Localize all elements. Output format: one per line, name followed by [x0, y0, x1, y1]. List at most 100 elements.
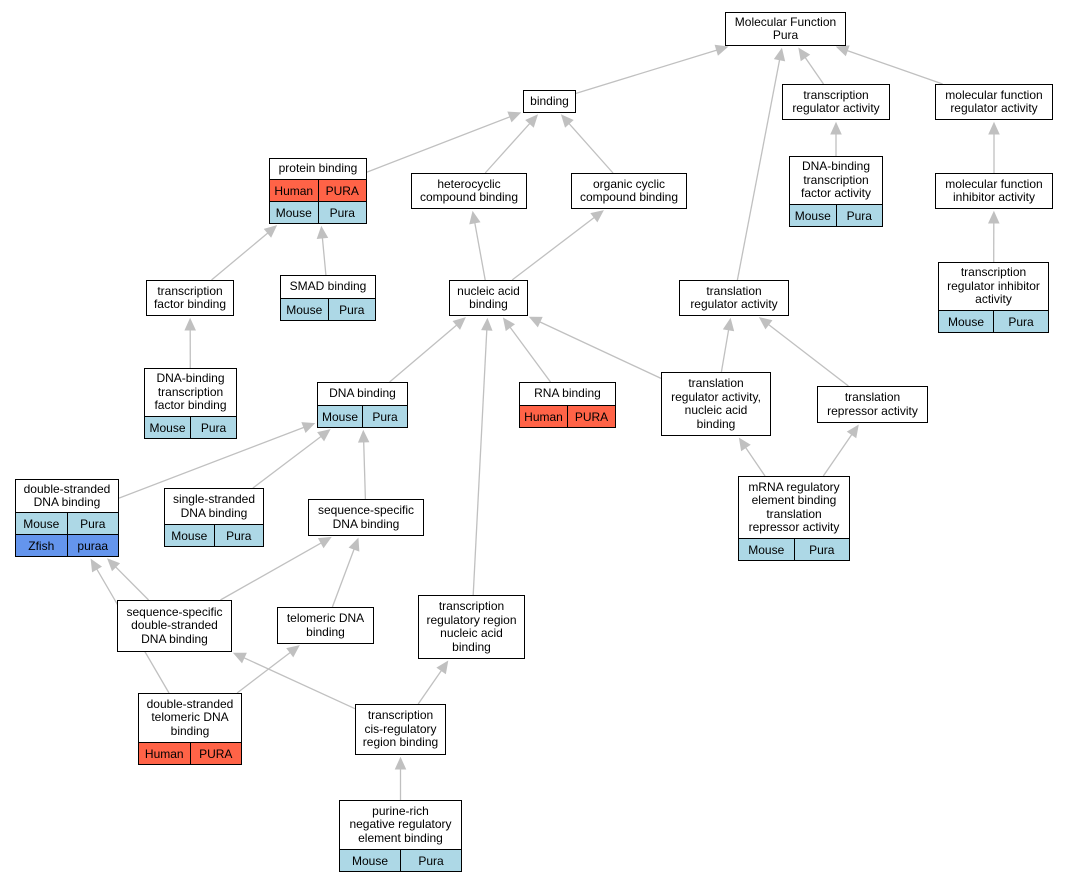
node-label-line: element binding: [358, 830, 443, 845]
node-label-line: DNA binding: [141, 631, 208, 646]
node-label-line: factor binding: [154, 398, 227, 413]
node-label-line: protein binding: [278, 161, 358, 176]
edge-arrowhead: [348, 537, 360, 552]
node-label-line: transcription: [803, 172, 869, 187]
node-label-line: double-stranded: [131, 618, 218, 633]
node-label-line: repressor activity: [827, 403, 918, 418]
edge-line: [211, 232, 269, 281]
edge-line: [115, 566, 150, 601]
edge-arrowhead: [528, 316, 543, 328]
node-label-line: activity: [975, 292, 1012, 307]
edge-arrowhead: [738, 437, 751, 452]
node-label-line: double-stranded: [23, 481, 111, 496]
edge-arrowhead: [316, 225, 329, 239]
node-label-line: regulator activity,: [671, 389, 761, 404]
node-label-line: binding: [469, 297, 508, 311]
node-label-line: DNA-binding: [156, 371, 225, 386]
node-label-line: SMAD binding: [289, 279, 367, 294]
node-label-line: transcription: [438, 599, 505, 613]
node-label-line: inhibitor activity: [952, 190, 1036, 204]
edge-line: [363, 441, 367, 500]
node-label-line: binding: [530, 93, 569, 108]
gene-cell: Pura: [66, 513, 118, 534]
node-label-line: nucleic acid: [440, 626, 503, 640]
node-label-line: DNA binding: [180, 505, 248, 520]
gene-cell: Pura: [327, 299, 375, 320]
edge-line: [472, 329, 488, 596]
node-label-line: molecular function: [945, 87, 1043, 102]
edge-line: [220, 542, 322, 601]
edge-line: [539, 321, 662, 379]
node-label-line: sequence-specific: [317, 503, 415, 517]
node-label-line: transcription: [157, 384, 224, 399]
node-label-line: factor activity: [800, 186, 872, 201]
species-cell: Mouse: [739, 539, 794, 560]
edge-arrowhead: [835, 45, 850, 57]
node-binding[interactable]: binding: [523, 90, 576, 113]
node-label-line: DNA binding: [33, 495, 101, 509]
node-label-line: repressor activity: [748, 520, 840, 534]
node-label-line: nucleic acid: [684, 403, 748, 417]
edge-line: [847, 49, 943, 85]
node-label-line: binding: [696, 416, 736, 431]
species-cell: Zfish: [16, 535, 67, 556]
edge-line: [736, 59, 781, 281]
node-label-line: transcription: [803, 87, 869, 102]
species-cell: Mouse: [270, 202, 318, 223]
gene-cell: puraa: [66, 535, 118, 556]
node-label-line: DNA binding: [332, 516, 400, 531]
edge-line: [568, 123, 614, 174]
node-label-line: binding: [452, 639, 491, 654]
node-label-line: translation: [844, 390, 901, 404]
gene-cell: PURA: [189, 743, 241, 764]
node-label: DNA binding: [318, 383, 407, 405]
edge-line: [417, 670, 442, 705]
edge-line: [720, 329, 730, 373]
node-label-line: Molecular Function: [734, 14, 837, 29]
node-label-line: negative regulatory: [349, 817, 452, 832]
species-cell: Mouse: [340, 850, 400, 871]
edge-arrowhead: [988, 210, 1000, 224]
gene-cell: Pura: [213, 525, 263, 546]
edge-arrowhead: [830, 121, 842, 135]
edge-line: [118, 426, 305, 499]
node-label-line: translation: [706, 283, 762, 298]
edge-arrowhead: [507, 111, 522, 123]
